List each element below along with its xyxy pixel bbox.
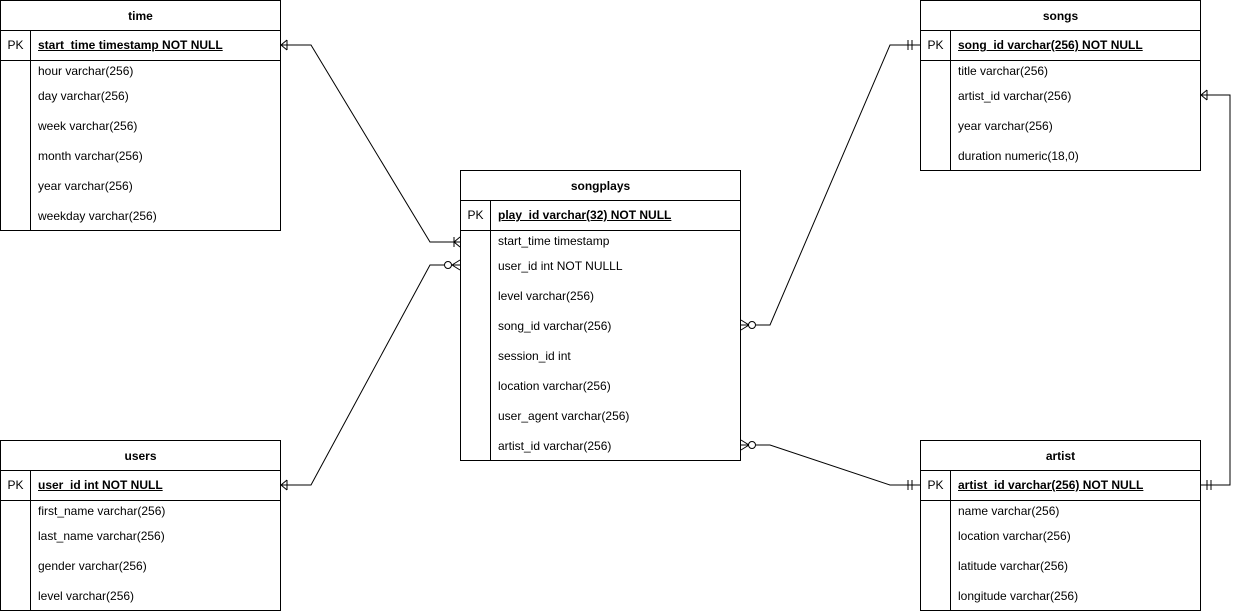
field-weekday: weekday varchar(256) <box>38 209 157 223</box>
field-year: year varchar(256) <box>38 179 133 193</box>
field-last-name: last_name varchar(256) <box>38 529 165 543</box>
field-list: start_time timestamp user_id int NOT NUL… <box>461 231 740 460</box>
pk-field: start_time timestamp NOT NULL <box>38 38 223 52</box>
pk-field: artist_id varchar(256) NOT NULL <box>958 478 1144 492</box>
field-duration: duration numeric(18,0) <box>958 149 1079 163</box>
field-song-id: song_id varchar(256) <box>498 319 612 333</box>
relation-songs-artist <box>1200 89 1231 490</box>
field-session-id: session_id int <box>498 349 571 363</box>
field-gender: gender varchar(256) <box>38 559 147 573</box>
field-level: level varchar(256) <box>38 589 135 603</box>
pk-label: PK <box>921 31 951 60</box>
field-title: title varchar(256) <box>958 64 1049 78</box>
pk-field: play_id varchar(32) NOT NULL <box>498 208 672 222</box>
field-user-agent: user_agent varchar(256) <box>498 409 630 423</box>
entity-songs[interactable]: songs PK song_id varchar(256) NOT NULL t… <box>920 0 1201 171</box>
pk-field: song_id varchar(256) NOT NULL <box>958 38 1143 52</box>
field-latitude: latitude varchar(256) <box>958 559 1069 573</box>
field-user-id: user_id int NOT NULLL <box>498 259 623 273</box>
field-artist-id: artist_id varchar(256) <box>958 89 1072 103</box>
pk-label: PK <box>921 471 951 500</box>
entity-title: time <box>1 1 280 31</box>
field-list: title varchar(256) artist_id varchar(256… <box>921 61 1200 170</box>
primary-key-row: PK play_id varchar(32) NOT NULL <box>461 201 740 231</box>
entity-title: songplays <box>461 171 740 201</box>
field-list: name varchar(256) location varchar(256) … <box>921 501 1200 610</box>
field-start-time: start_time timestamp <box>498 234 610 248</box>
field-first-name: first_name varchar(256) <box>38 504 166 518</box>
field-artist-id: artist_id varchar(256) <box>498 439 612 453</box>
field-year: year varchar(256) <box>958 119 1053 133</box>
field-name: name varchar(256) <box>958 504 1060 518</box>
field-location: location varchar(256) <box>958 529 1071 543</box>
entity-title: artist <box>921 441 1200 471</box>
entity-users[interactable]: users PK user_id int NOT NULL first_name… <box>0 440 281 611</box>
entity-title: songs <box>921 1 1200 31</box>
field-level: level varchar(256) <box>498 289 595 303</box>
entity-title: users <box>1 441 280 471</box>
pk-field: user_id int NOT NULL <box>38 478 163 492</box>
field-location: location varchar(256) <box>498 379 611 393</box>
entity-time[interactable]: time PK start_time timestamp NOT NULL ho… <box>0 0 281 231</box>
pk-label: PK <box>1 31 31 60</box>
primary-key-row: PK artist_id varchar(256) NOT NULL <box>921 471 1200 501</box>
relation-time-songplays <box>280 39 461 248</box>
field-longitude: longitude varchar(256) <box>958 589 1079 603</box>
relation-users-songplays <box>280 259 461 491</box>
entity-artist[interactable]: artist PK artist_id varchar(256) NOT NUL… <box>920 440 1201 611</box>
entity-songplays[interactable]: songplays PK play_id varchar(32) NOT NUL… <box>460 170 741 461</box>
field-day: day varchar(256) <box>38 89 129 103</box>
field-list: first_name varchar(256) last_name varcha… <box>1 501 280 610</box>
primary-key-row: PK song_id varchar(256) NOT NULL <box>921 31 1200 61</box>
primary-key-row: PK user_id int NOT NULL <box>1 471 280 501</box>
pk-label: PK <box>1 471 31 500</box>
relation-songplays-artist <box>740 439 920 490</box>
relation-songplays-songs <box>740 40 920 331</box>
field-hour: hour varchar(256) <box>38 64 134 78</box>
field-week: week varchar(256) <box>38 119 138 133</box>
pk-label: PK <box>461 201 491 230</box>
field-list: hour varchar(256) day varchar(256) week … <box>1 61 280 230</box>
primary-key-row: PK start_time timestamp NOT NULL <box>1 31 280 61</box>
field-month: month varchar(256) <box>38 149 143 163</box>
